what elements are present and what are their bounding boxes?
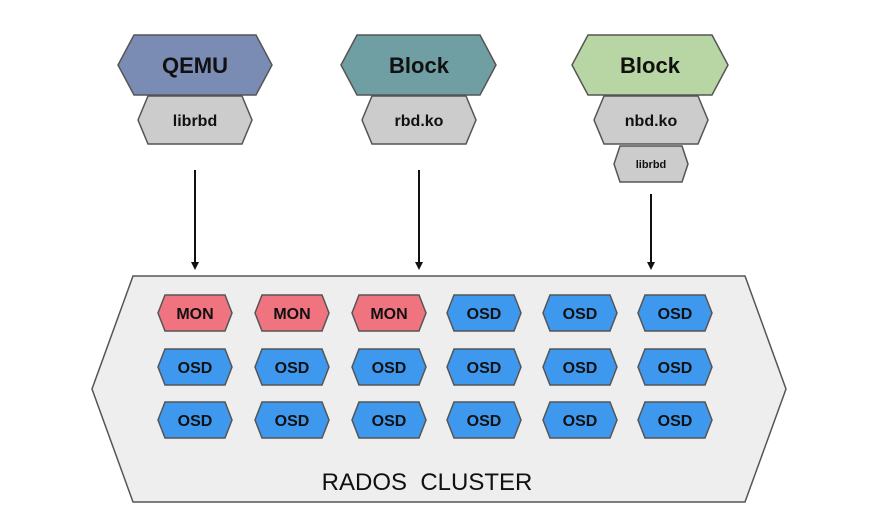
osd-node-label: OSD <box>563 306 598 323</box>
client-block-nbd-driver-label: nbd.ko <box>625 113 678 130</box>
osd-node-shape <box>254 401 330 439</box>
mon-node-label: MON <box>176 306 213 323</box>
client-block-rbd-title-shape <box>340 34 497 96</box>
osd-node-shape <box>351 401 427 439</box>
osd-node-label: OSD <box>658 413 693 430</box>
osd-node-shape <box>446 401 522 439</box>
mon-node-shape <box>351 294 427 332</box>
cluster-nodes: MON MON MON OSD OSD OSD OSD OSD OSD OSD OSD OSD OSD O… <box>157 294 713 439</box>
client-block-nbd-librbd-shape <box>613 145 689 183</box>
osd-node-label: OSD <box>467 360 502 377</box>
osd-node-shape <box>351 348 427 386</box>
osd-node-shape <box>254 348 330 386</box>
client-block-nbd-title-shape <box>571 34 729 96</box>
client-block-rbd: Block rbd.ko <box>340 34 497 270</box>
client-block-rbd-driver-label: rbd.ko <box>395 113 444 130</box>
client-block-nbd-title: Block <box>620 53 681 78</box>
osd-node-shape <box>637 294 713 332</box>
osd-node-shape <box>542 348 618 386</box>
osd-node-label: OSD <box>275 360 310 377</box>
osd-node-shape <box>157 401 233 439</box>
osd-node-shape <box>637 348 713 386</box>
osd-node-label: OSD <box>275 413 310 430</box>
client-qemu-driver-shape <box>137 95 253 145</box>
osd-node-label: OSD <box>467 413 502 430</box>
mon-node-label: MON <box>273 306 310 323</box>
osd-node-label: OSD <box>178 413 213 430</box>
osd-node-label: OSD <box>372 413 407 430</box>
mon-node-shape <box>254 294 330 332</box>
osd-node-shape <box>446 348 522 386</box>
osd-node-shape <box>157 348 233 386</box>
mon-node-label: MON <box>370 306 407 323</box>
osd-node-label: OSD <box>563 413 598 430</box>
osd-node-label: OSD <box>467 306 502 323</box>
osd-node-shape <box>637 401 713 439</box>
mon-node-shape <box>157 294 233 332</box>
client-block-rbd-driver-shape <box>361 95 477 145</box>
client-block-rbd-title: Block <box>389 53 450 78</box>
client-qemu-title-shape <box>117 34 273 96</box>
client-block-nbd: Block nbd.ko librbd <box>571 34 729 270</box>
rados-cluster-label: RADOS CLUSTER <box>322 469 533 496</box>
osd-node-label: OSD <box>658 360 693 377</box>
osd-node-label: OSD <box>178 360 213 377</box>
client-qemu-driver-label: librbd <box>173 113 217 130</box>
osd-node-shape <box>542 401 618 439</box>
osd-node-label: OSD <box>563 360 598 377</box>
rados-cluster-shape <box>91 275 787 503</box>
client-qemu: QEMU librbd <box>117 34 273 270</box>
client-qemu-title: QEMU <box>162 53 228 78</box>
client-block-nbd-driver-shape <box>593 95 709 145</box>
client-block-nbd-librbd-label: librbd <box>636 159 667 171</box>
osd-node-shape <box>446 294 522 332</box>
osd-node-shape <box>542 294 618 332</box>
osd-node-label: OSD <box>658 306 693 323</box>
osd-node-label: OSD <box>372 360 407 377</box>
